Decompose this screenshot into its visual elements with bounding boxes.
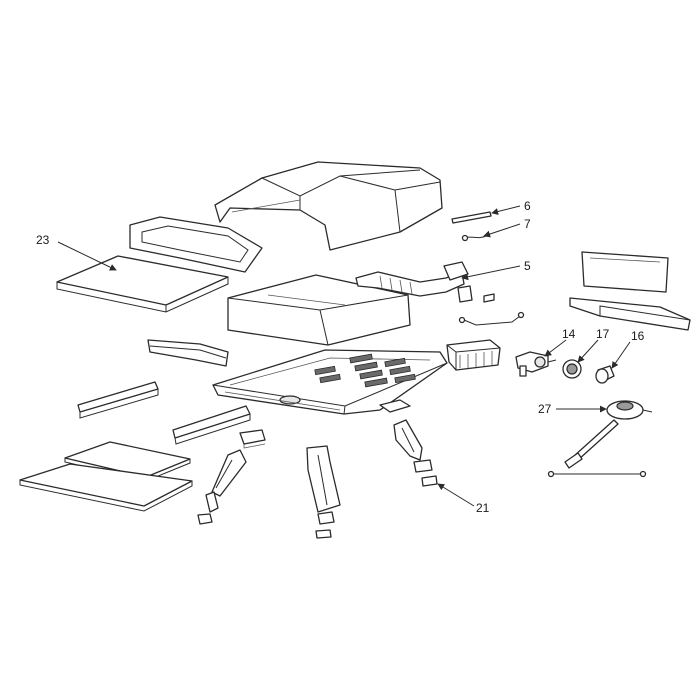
small-bracket	[239, 429, 266, 449]
callout-27: 27	[538, 402, 552, 416]
grease-basket	[446, 339, 501, 371]
callout-labels: 6 7 5 23 14 17 16 27 21	[36, 199, 645, 515]
thin-wire-lower	[547, 470, 647, 478]
front-fascia	[129, 216, 263, 273]
leg-right	[379, 399, 438, 487]
main-tray	[212, 349, 448, 415]
right-side-shelf	[569, 297, 691, 331]
callout-7: 7	[524, 217, 531, 231]
valve-14	[515, 351, 557, 377]
right-back-panel	[581, 251, 669, 293]
callout-14: 14	[562, 327, 576, 341]
callout-16: 16	[631, 329, 645, 343]
ignition-wire	[458, 311, 525, 326]
left-side-rail-upper	[77, 381, 159, 419]
callout-6: 6	[524, 199, 531, 213]
lower-plate-bottom	[19, 463, 193, 512]
knob-16	[595, 365, 615, 384]
leader-lines	[57, 205, 631, 507]
left-side-rail-lower	[172, 405, 251, 445]
leg-left	[197, 449, 247, 525]
callout-21: 21	[476, 501, 490, 515]
callout-5: 5	[524, 259, 531, 273]
callout-17: 17	[596, 327, 610, 341]
wire-part-7	[461, 234, 487, 242]
left-rail	[147, 339, 229, 367]
heat-shield-cover	[227, 274, 411, 346]
flat-plate-23	[56, 255, 229, 313]
lid-hood	[214, 161, 443, 251]
electrode-part-6	[451, 211, 492, 224]
callout-23: 23	[36, 233, 50, 247]
bezel-17	[562, 359, 582, 379]
leg-center	[306, 445, 341, 539]
igniter-hose-27	[564, 400, 653, 469]
